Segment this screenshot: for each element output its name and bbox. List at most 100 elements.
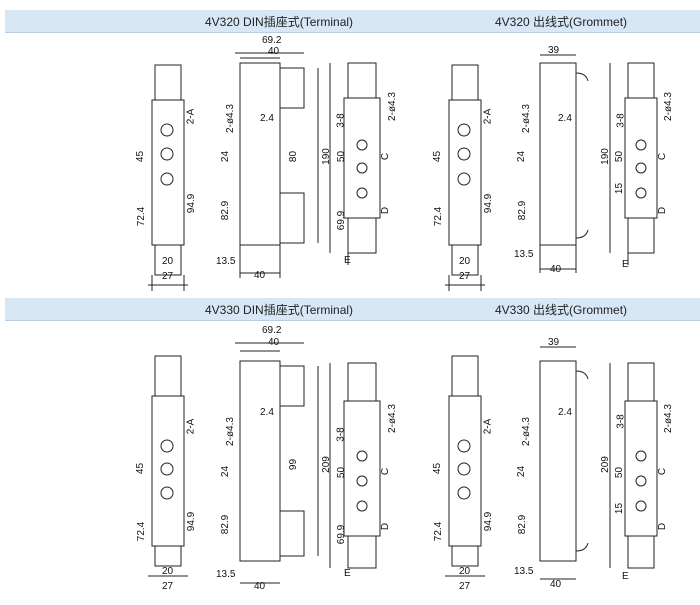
dim-top-grommet: 39 (548, 45, 560, 56)
dim-h72-grommet: 72.4 (433, 521, 445, 542)
dim-w135-grommet: 13.5 (514, 566, 534, 577)
label-d-grommet: D (657, 206, 669, 215)
title-4v330-terminal: 4V330 DIN插座式(Terminal) (205, 303, 354, 317)
label-d: D (380, 206, 392, 215)
title-4v320-terminal: 4V320 DIN插座式(Terminal) (205, 15, 354, 29)
dim-w40-grommet: 40 (550, 579, 562, 590)
dim-h190-grommet: 190 (599, 148, 611, 165)
dim-screw-len: 2.4 (260, 407, 274, 418)
label-c-grommet: C (657, 467, 669, 476)
dim-w135: 13.5 (216, 569, 236, 580)
dim-h72: 72.4 (136, 206, 148, 227)
dim-h829-grommet: 82.9 (517, 200, 529, 221)
dim-screw: 2-ø4.3 (224, 104, 236, 133)
label-c: C (380, 467, 392, 476)
dim-screw-len: 2.4 (260, 113, 274, 124)
dim-top-overall: 69.2 (262, 325, 282, 336)
dim-h829-grommet: 82.9 (517, 514, 529, 535)
dim-port-2a: 2-A (185, 418, 197, 435)
dim-h949: 94.9 (186, 511, 198, 532)
dim-h38: 3-8 (335, 113, 347, 128)
dim-w20-grommet: 20 (459, 256, 471, 267)
dim-w27: 27 (162, 271, 174, 282)
dim-port-2a-grommet: 2-A (482, 418, 494, 435)
dim-h829: 82.9 (220, 200, 232, 221)
dim-h699: 69.9 (336, 210, 348, 231)
dim-h80: 80 (288, 150, 300, 163)
dim-w135-grommet: 13.5 (514, 249, 534, 260)
label-e-grommet: E (622, 571, 629, 582)
dim-w27-grommet: 27 (459, 581, 471, 592)
dim-h45: 45 (135, 462, 147, 475)
drawing-4v330 (148, 342, 658, 584)
valve-side-view-grommet (539, 346, 589, 580)
valve-top-view-grommet (609, 62, 658, 265)
dim-top-body: 40 (268, 46, 280, 57)
dim-h72-grommet: 72.4 (433, 206, 445, 227)
dim-h829: 82.9 (220, 514, 232, 535)
dim-screw: 2-ø4.3 (224, 417, 236, 446)
label-d: D (380, 522, 392, 531)
dim-w40-grommet: 40 (550, 264, 562, 275)
dim-screw-grommet: 2-ø4.3 (520, 417, 532, 446)
dim-top-overall: 69.2 (262, 35, 282, 46)
dim-h45: 45 (135, 150, 147, 163)
dim-screw-grommet: 2-ø4.3 (520, 104, 532, 133)
dim-h949-grommet: 94.9 (483, 193, 495, 214)
dim-h15: 15 (614, 502, 626, 515)
title-4v330-grommet: 4V330 出线式(Grommet) (495, 303, 628, 317)
valve-top-view-terminal (329, 62, 381, 265)
dim-h949-grommet: 94.9 (483, 511, 495, 532)
dim-h24-grommet: 24 (516, 465, 528, 478)
valve-top-view-grommet (609, 362, 658, 569)
valve-front-view-grommet (445, 355, 485, 577)
label-d-grommet: D (657, 522, 669, 531)
dim-top-grommet: 39 (548, 337, 560, 348)
dim-h50: 50 (336, 466, 348, 479)
dim-h949: 94.9 (186, 193, 198, 214)
dim-screw-len-grommet: 2.4 (558, 407, 572, 418)
dim-screw-top-grommet: 2-ø4.3 (662, 404, 674, 433)
dim-h38-grommet: 3-8 (615, 414, 627, 429)
dim-w135: 13.5 (216, 256, 236, 267)
dim-h45-grommet: 45 (432, 462, 444, 475)
dim-h45-grommet: 45 (432, 150, 444, 163)
dim-h190: 190 (320, 148, 332, 165)
label-e: E (344, 568, 351, 579)
dim-screw-top: 2-ø4.3 (386, 404, 398, 433)
dim-h72: 72.4 (136, 521, 148, 542)
valve-side-view-terminal (235, 342, 319, 584)
dim-w27-grommet: 27 (459, 271, 471, 282)
dim-h99: 99 (288, 458, 300, 471)
valve-side-view-grommet (539, 54, 589, 273)
dim-h209: 209 (320, 456, 332, 473)
dim-h209-grommet: 209 (599, 456, 611, 473)
dim-h24-grommet: 24 (516, 150, 528, 163)
section-header-4v320: 4V320 DIN插座式(Terminal) 4V320 出线式(Grommet… (5, 10, 700, 33)
valve-front-view-terminal (148, 64, 188, 291)
dim-w40: 40 (254, 270, 266, 281)
dim-h24: 24 (220, 465, 232, 478)
valve-side-view-terminal (235, 52, 319, 278)
dim-w20: 20 (162, 566, 174, 577)
dim-w40: 40 (254, 581, 266, 592)
valve-top-view-terminal (329, 362, 381, 569)
dim-w20-grommet: 20 (459, 566, 471, 577)
dim-h50-grommet: 50 (614, 150, 626, 163)
section-header-4v330: 4V330 DIN插座式(Terminal) 4V330 出线式(Grommet… (5, 298, 700, 321)
dims-4v320: 69.2 40 39 2-A 2-A 2-ø4.3 2-ø4.3 2-ø4.3 … (0, 33, 700, 303)
dim-h38-grommet: 3-8 (615, 113, 627, 128)
dim-screw-top: 2-ø4.3 (386, 92, 398, 121)
dim-w27: 27 (162, 581, 174, 592)
label-c: C (380, 152, 392, 161)
dim-h50-grommet: 50 (614, 466, 626, 479)
dim-h15: 15 (614, 182, 626, 195)
valve-front-view-grommet (445, 64, 485, 291)
title-4v320-grommet: 4V320 出线式(Grommet) (495, 15, 628, 29)
dims-4v330: 69.2 40 39 2-A 2-A 2-ø4.3 2-ø4.3 2-ø4.3 … (0, 321, 700, 596)
dim-screw-len-grommet: 2.4 (558, 113, 572, 124)
dim-port-2a-grommet: 2-A (482, 108, 494, 125)
dim-h38: 3-8 (335, 427, 347, 442)
dim-h699: 69.9 (336, 524, 348, 545)
label-e-grommet: E (622, 259, 629, 270)
